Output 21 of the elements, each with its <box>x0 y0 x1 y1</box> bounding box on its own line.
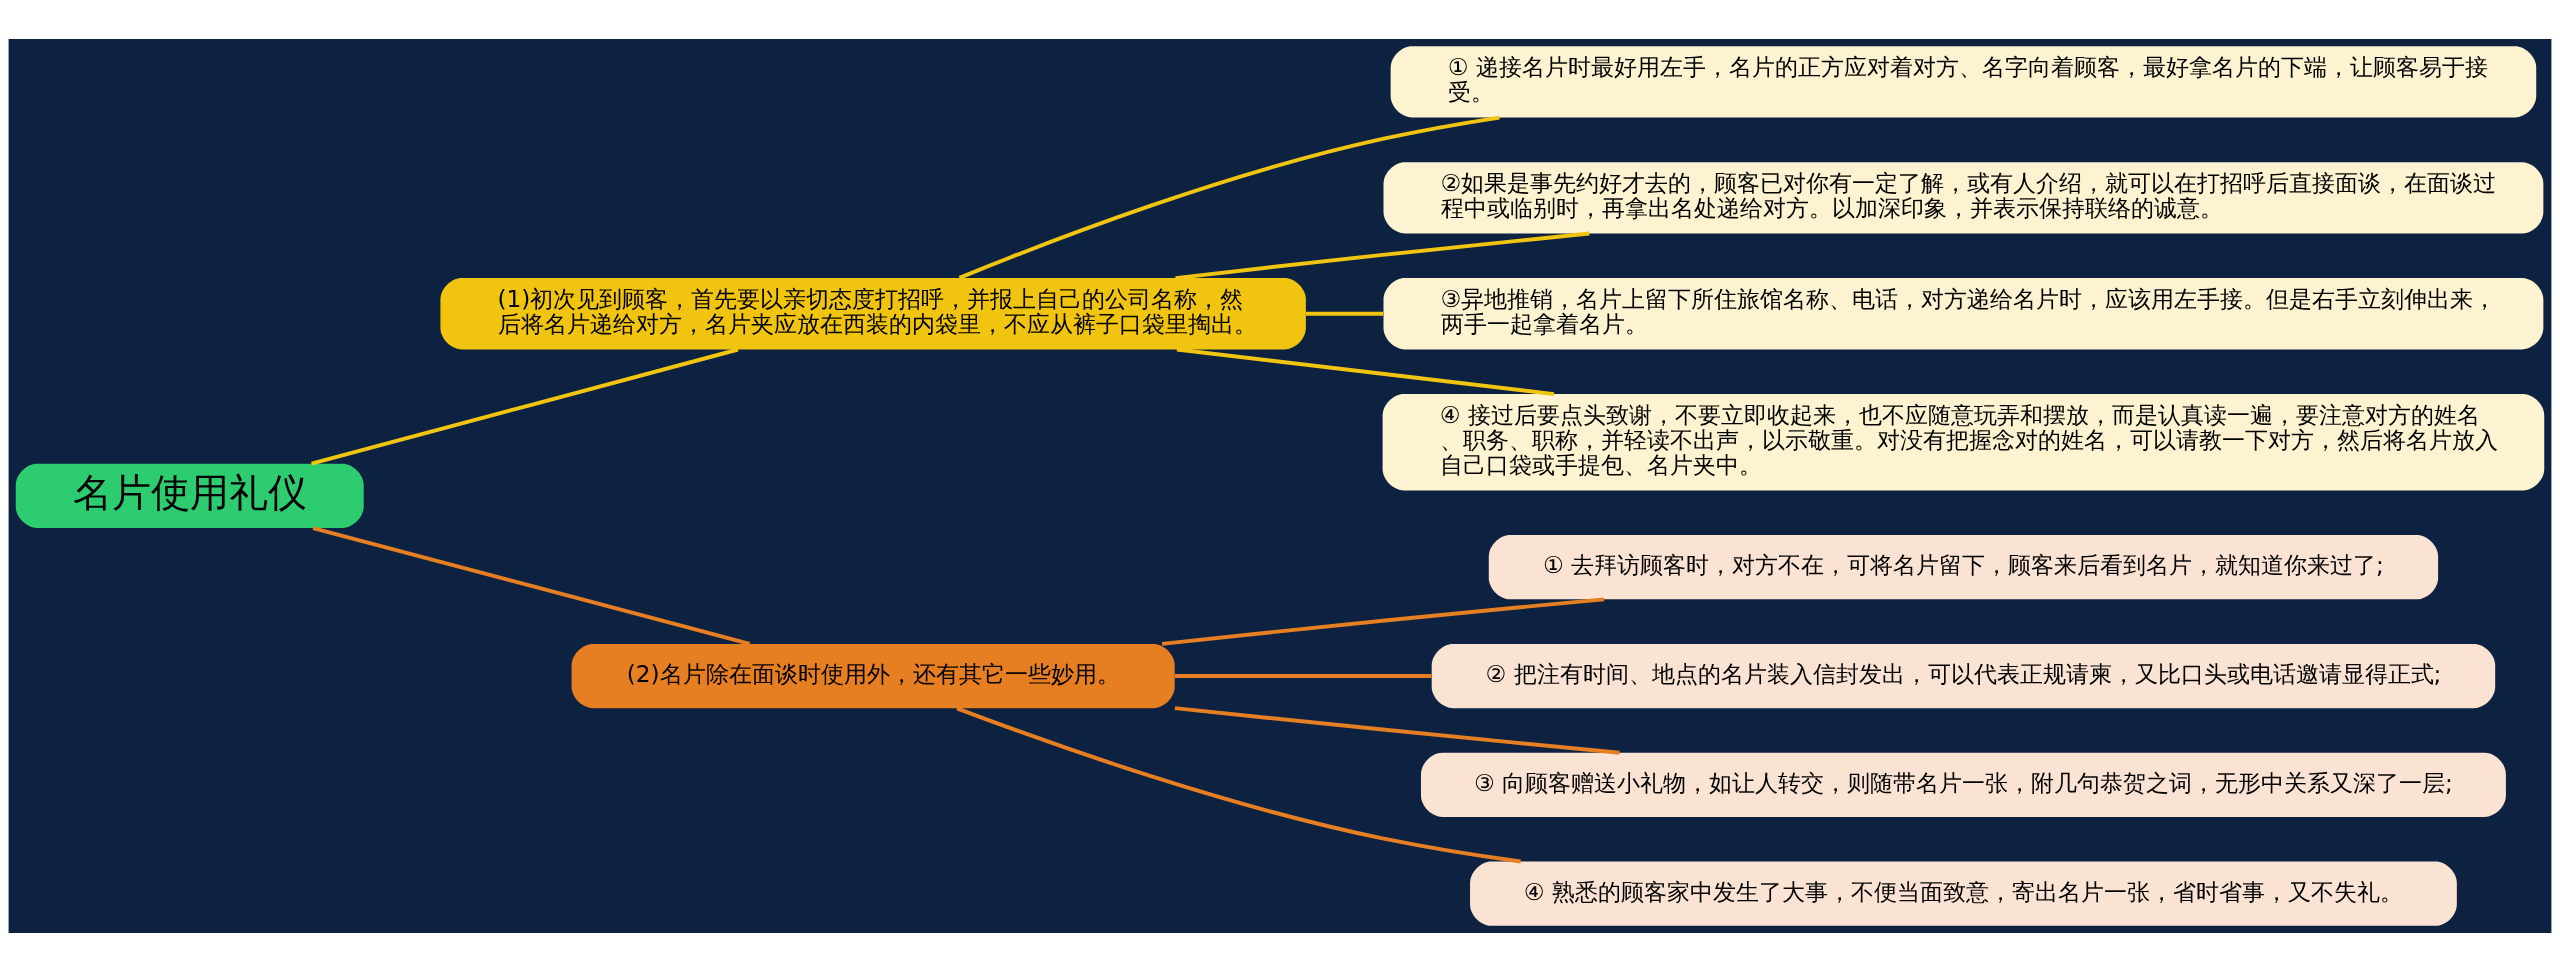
connector <box>1176 347 1555 396</box>
connector <box>1161 596 1605 646</box>
connector <box>312 525 751 646</box>
node-box: (2)名片除在面谈时使用外，还有其它一些妙用。 <box>571 643 1175 708</box>
node-box: ③异地推销，名片上留下所住旅馆名称、电话，对方递给名片时，应该用左手接。但是右手立刻伸出来，两手一起拿着名片。 <box>1383 277 2544 349</box>
node-box: ④ 熟悉的顾客家中发生了大事，不便当面致意，寄出名片一张，省时省事，又不失礼。 <box>1470 861 2457 926</box>
connector <box>1174 673 1432 678</box>
connector <box>956 706 1521 863</box>
connector <box>310 347 739 466</box>
node-box: ② 把注有时间、地点的名片装入信封发出，可以代表正规请柬，又比口头或电话邀请显得正式; <box>1431 643 2496 708</box>
connector <box>958 115 1500 280</box>
node-box: (1)初次见到顾客，首先要以亲切态度打招呼，并报上自己的公司名称，然后将名片递给对方，名片夹应放在西装的内袋里，不应从裤子口袋里掏出。 <box>440 277 1306 349</box>
connector <box>1175 231 1590 280</box>
node-box: ③ 向顾客赠送小礼物，如让人转交，则随带名片一张，附几句恭贺之词，无形中关系又深了一层; <box>1420 752 2506 817</box>
node-box: ① 去拜访顾客时，对方不在，可将名片留下，顾客来后看到名片，就知道你来过了; <box>1488 534 2439 599</box>
node-box: ④ 接过后要点头致谢，不要立即收起来，也不应随意玩弄和摆放，而是认真读一遍，要注意对方的姓名、职务、职称，并轻读不出声，以示敬重。对没有把握念对的姓名，可以请教一下对方，然后将名片放入自己口袋或手提包、名片夹中。 <box>1382 393 2545 490</box>
node-box: ① 递接名片时最好用左手，名片的正方应对着对方、名字向着顾客，最好拿名片的下端，让顾客易于接受。 <box>1390 45 2537 117</box>
connector <box>1174 705 1620 755</box>
node-box: ②如果是事先约好才去的，顾客已对你有一定了解，或有人介绍，就可以在打招呼后直接面谈，在面谈过程中或临别时，再拿出名处递给对方。以加深印象，并表示保持联络的诚意。 <box>1383 161 2544 233</box>
connector <box>1306 311 1384 316</box>
node-box: 名片使用礼仪 <box>15 463 364 528</box>
